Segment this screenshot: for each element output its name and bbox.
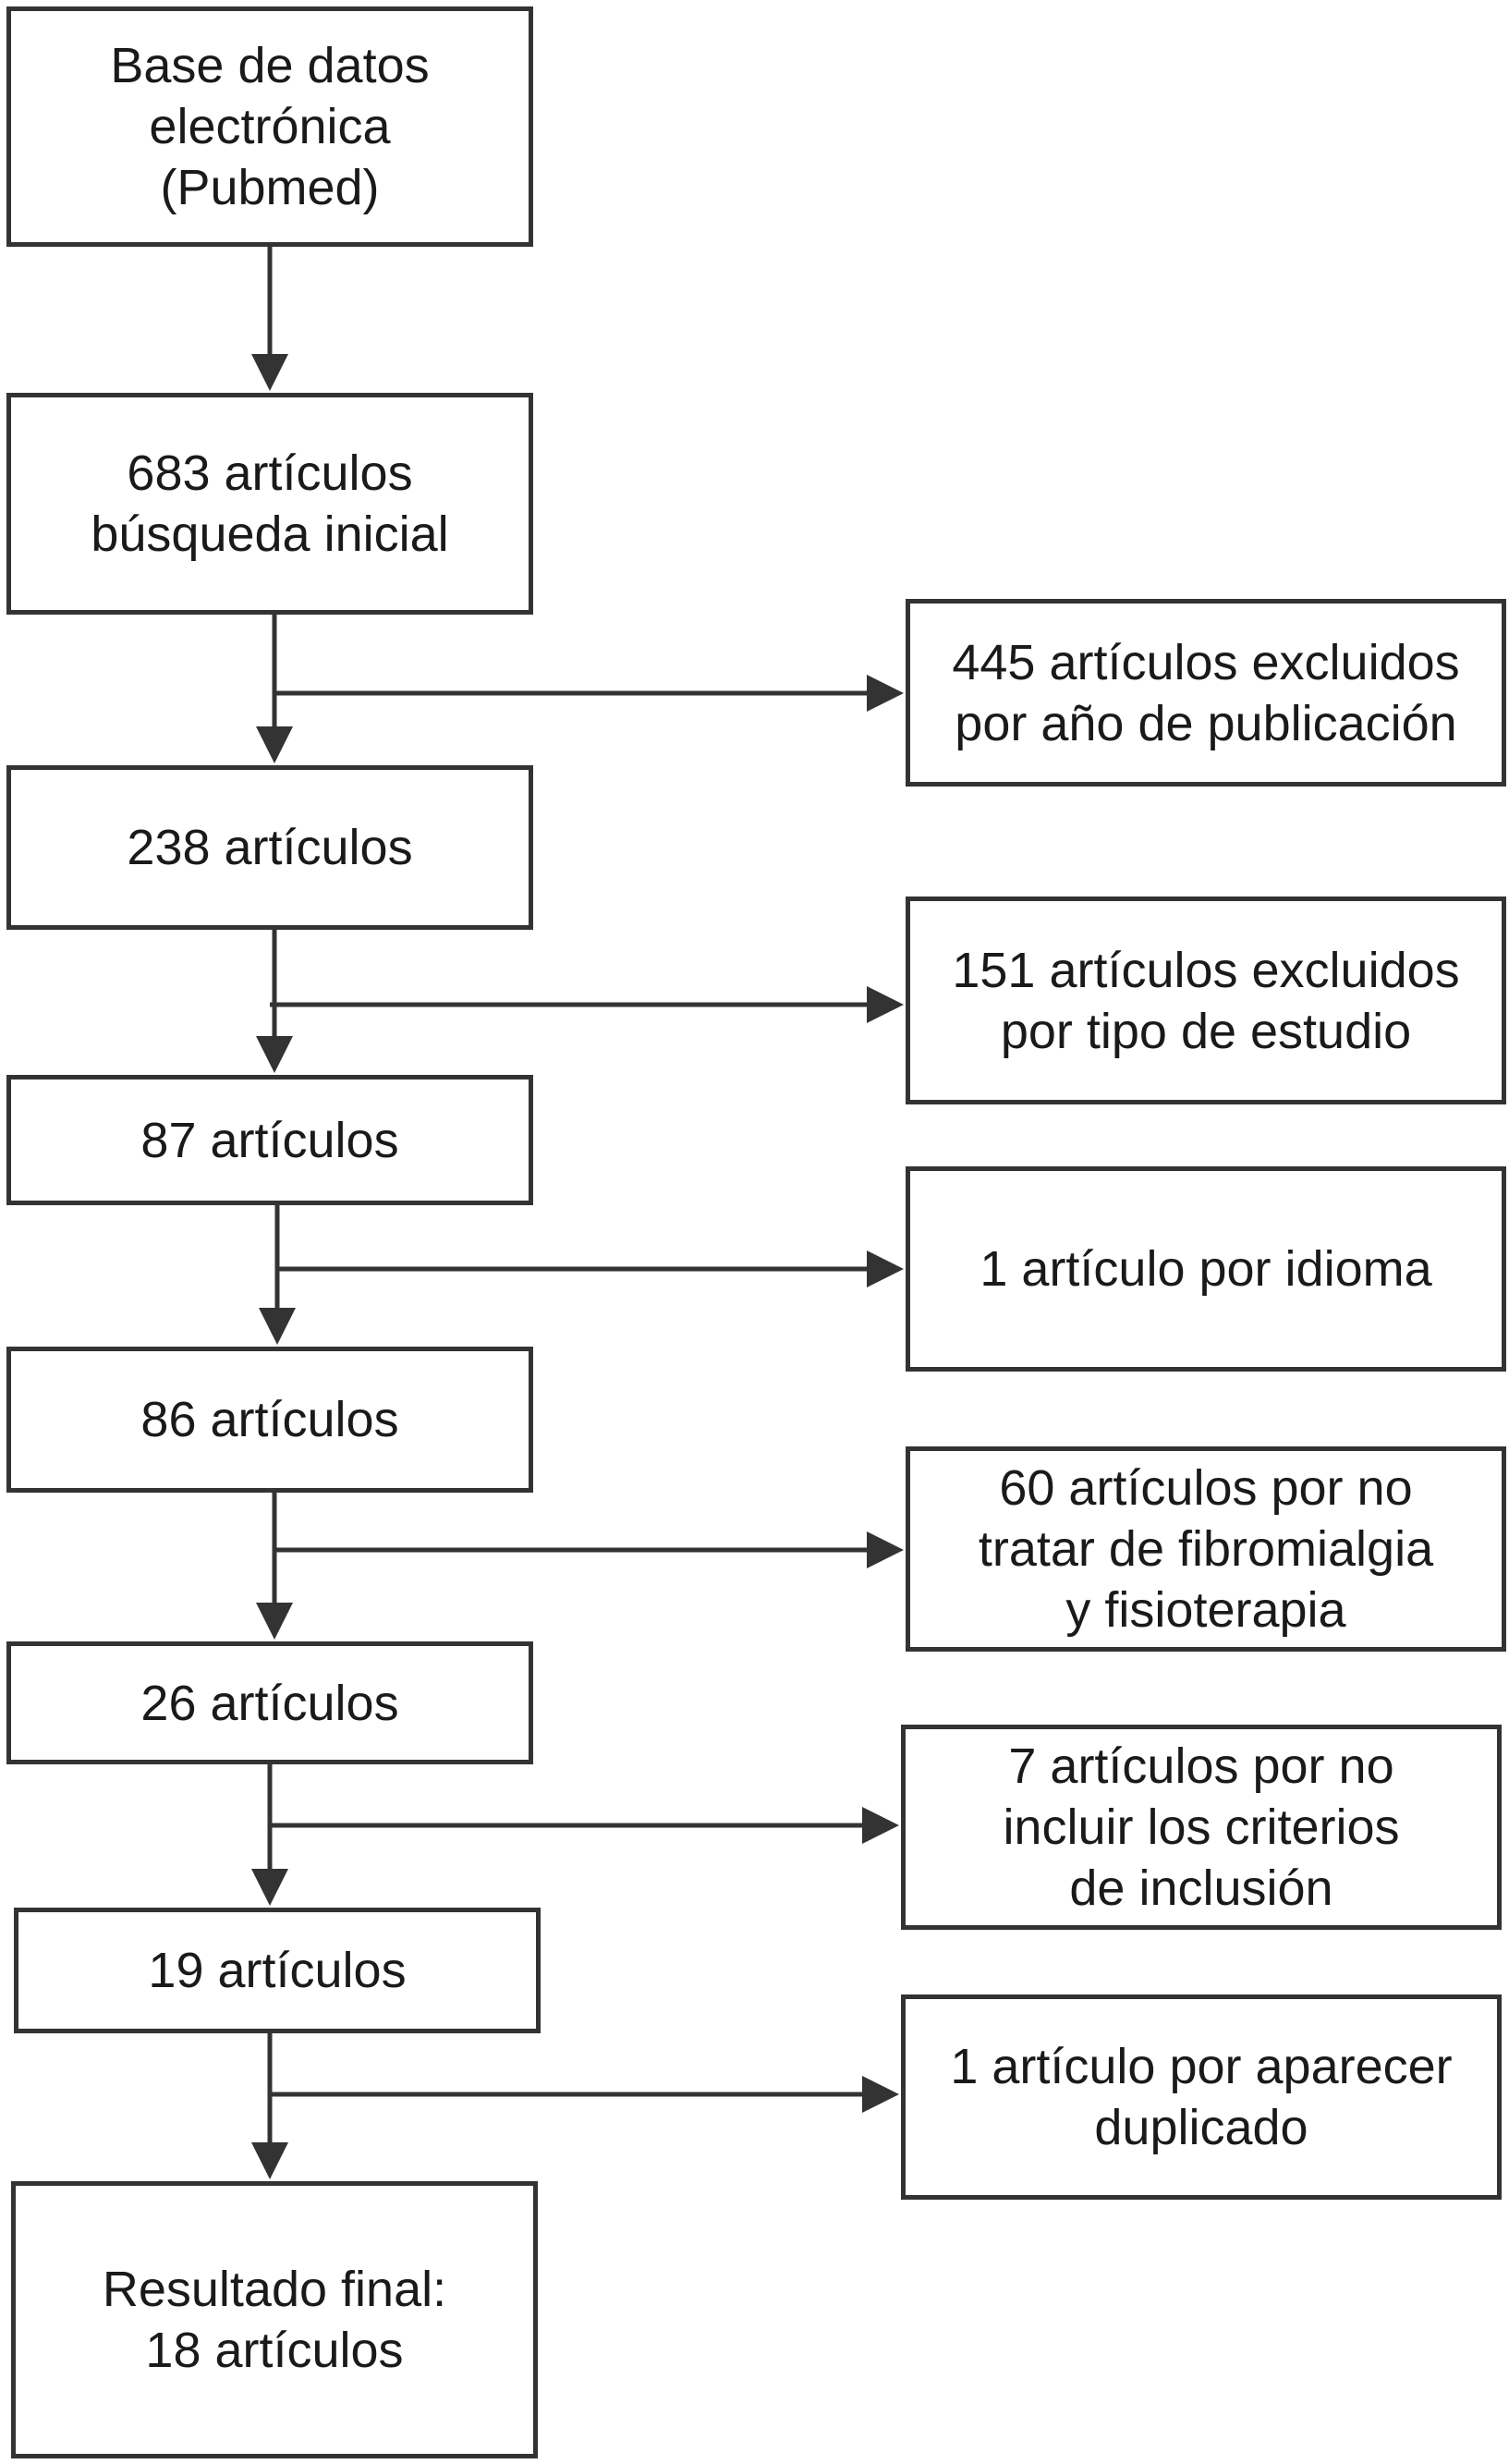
articles-86-box: 86 artículos	[6, 1347, 533, 1493]
exclusion-year-box: 445 artículos excluidos por año de publi…	[906, 599, 1506, 787]
articles-19-box: 19 artículos	[14, 1908, 541, 2033]
final-result-box: Resultado final: 18 artículos	[11, 2181, 538, 2458]
exclusion-language-box: 1 artículo por idioma	[906, 1166, 1506, 1372]
final-result-label: Resultado final: 18 artículos	[102, 2262, 447, 2378]
articles-87-box: 87 artículos	[6, 1075, 533, 1205]
articles-26-box: 26 artículos	[6, 1641, 533, 1764]
exclusion-study-type-label: 151 artículos excluidos por tipo de estu…	[952, 942, 1460, 1059]
exclusion-duplicate-label: 1 artículo por aparecer duplicado	[950, 2039, 1453, 2155]
initial-search-box: 683 artículos búsqueda inicial	[6, 393, 533, 615]
articles-26-label: 26 artículos	[140, 1675, 399, 1731]
database-box: Base de datos electrónica (Pubmed)	[6, 6, 533, 247]
exclusion-year-label: 445 artículos excluidos por año de publi…	[952, 634, 1460, 751]
articles-238-box: 238 artículos	[6, 765, 533, 930]
articles-86-label: 86 artículos	[140, 1392, 399, 1447]
initial-search-label: 683 artículos búsqueda inicial	[91, 445, 449, 562]
articles-238-label: 238 artículos	[127, 820, 413, 875]
exclusion-language-label: 1 artículo por idioma	[980, 1241, 1432, 1297]
articles-87-label: 87 artículos	[140, 1112, 399, 1168]
exclusion-criteria-label: 7 artículos por no incluir los criterios…	[1003, 1738, 1400, 1916]
exclusion-duplicate-box: 1 artículo por aparecer duplicado	[901, 1994, 1502, 2200]
exclusion-topic-label: 60 artículos por no tratar de fibromialg…	[978, 1460, 1434, 1638]
database-label: Base de datos electrónica (Pubmed)	[110, 38, 430, 215]
articles-19-label: 19 artículos	[148, 1943, 407, 1998]
exclusion-topic-box: 60 artículos por no tratar de fibromialg…	[906, 1446, 1506, 1652]
exclusion-criteria-box: 7 artículos por no incluir los criterios…	[901, 1725, 1502, 1930]
exclusion-study-type-box: 151 artículos excluidos por tipo de estu…	[906, 897, 1506, 1104]
